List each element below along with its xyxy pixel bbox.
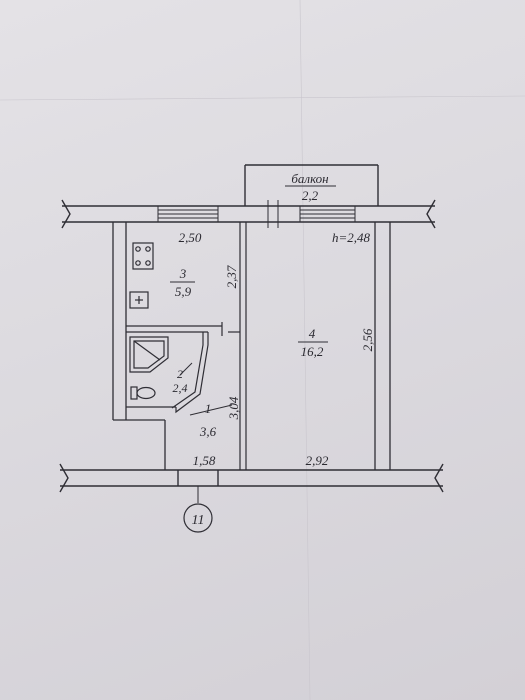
kitchen-sink-icon	[129, 291, 149, 309]
bottom-wall	[59, 463, 444, 493]
axis-marker: 11	[183, 486, 213, 533]
room-4-area: 16,2	[301, 344, 324, 359]
room-3-number: 3	[179, 266, 187, 281]
room-depth-dim: 2,56	[360, 328, 375, 351]
top-windows	[157, 200, 356, 228]
left-wall	[112, 222, 176, 470]
hall-width-dim: 1,58	[193, 453, 216, 468]
axis-marker-label: 11	[192, 513, 205, 528]
room-1-leader	[189, 404, 233, 416]
room-2-leader	[179, 362, 193, 376]
shower-tray-icon	[129, 336, 169, 373]
room-2-area: 2,4	[173, 381, 188, 395]
room-2-number: 2	[177, 367, 183, 381]
top-wall	[61, 199, 436, 229]
room-4-number: 4	[309, 326, 316, 341]
partition-walls	[126, 222, 247, 470]
stove-icon	[132, 242, 154, 270]
room-3-area: 5,9	[175, 284, 192, 299]
hall-depth-dim: 3,04	[226, 396, 241, 420]
room-width-dim: 2,92	[306, 453, 329, 468]
room-1-number: 1	[205, 401, 212, 416]
balcony-outline	[244, 164, 379, 206]
balcony-label: балкон	[291, 171, 328, 186]
room-1-area: 3,6	[199, 424, 217, 439]
right-wall	[374, 222, 391, 470]
ceiling-height: h=2,48	[332, 230, 371, 245]
kitchen-depth-dim: 2,37	[224, 265, 239, 288]
kitchen-width-dim: 2,50	[179, 230, 202, 245]
toilet-icon	[130, 386, 156, 400]
balcony-area: 2,2	[302, 188, 319, 203]
